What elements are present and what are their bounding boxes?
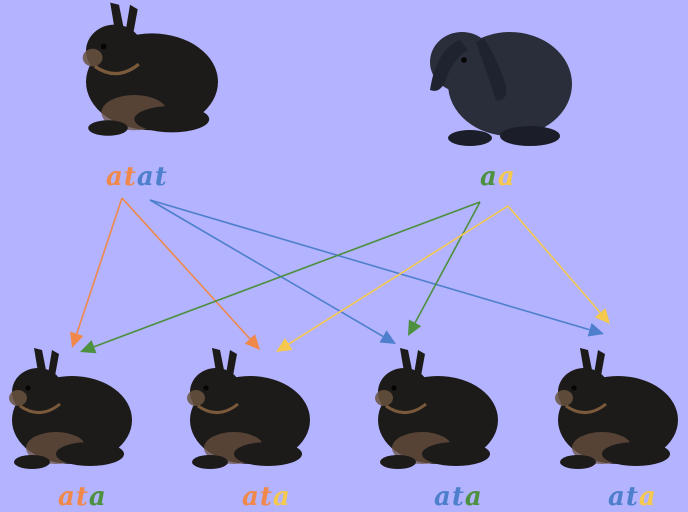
offspring-2-genotype: ata (242, 484, 291, 510)
arrow-orange-2 (121, 197, 251, 340)
offspring-1-rabbit (9, 348, 132, 469)
arrow-yellow-1-head (276, 338, 293, 352)
arrow-yellow-2 (507, 205, 601, 314)
allele: at (608, 482, 639, 512)
arrow-yellow-1 (288, 205, 509, 345)
arrow-blue-1-head (379, 330, 396, 344)
offspring-2-rabbit (187, 348, 310, 469)
arrow-orange-1 (75, 197, 123, 335)
offspring-1-genotype: ata (58, 484, 107, 510)
allele: a (480, 162, 498, 192)
arrow-blue-1 (149, 199, 384, 338)
allele: a (88, 482, 107, 512)
arrow-green-2 (414, 201, 481, 324)
offspring-3-rabbit (375, 348, 498, 469)
allele: a (497, 162, 516, 192)
offspring-4-genotype: ata (608, 484, 657, 510)
allele: at (434, 482, 465, 512)
offspring-3-genotype: ata (434, 484, 483, 510)
allele: a (272, 482, 291, 512)
arrow-green-2-head (408, 319, 422, 336)
parent-left-genotype: atat (106, 164, 168, 190)
arrow-blue-2-head (587, 323, 604, 337)
allele: at (106, 162, 137, 192)
arrow-green-1-head (80, 340, 97, 354)
arrow-orange-1-head (70, 331, 84, 348)
allele: a (464, 482, 483, 512)
arrow-blue-2 (149, 199, 590, 331)
parent-right-genotype: aa (480, 164, 516, 190)
allele: at (136, 162, 168, 192)
allele: a (638, 482, 657, 512)
arrow-green-1 (93, 201, 481, 348)
parent-right-rabbit (430, 32, 572, 146)
parent-left-rabbit (82, 2, 218, 136)
offspring-4-rabbit (555, 348, 678, 469)
allele: at (242, 482, 273, 512)
arrow-orange-2-head (244, 334, 260, 350)
arrow-yellow-2-head (594, 308, 610, 324)
allele: at (58, 482, 89, 512)
